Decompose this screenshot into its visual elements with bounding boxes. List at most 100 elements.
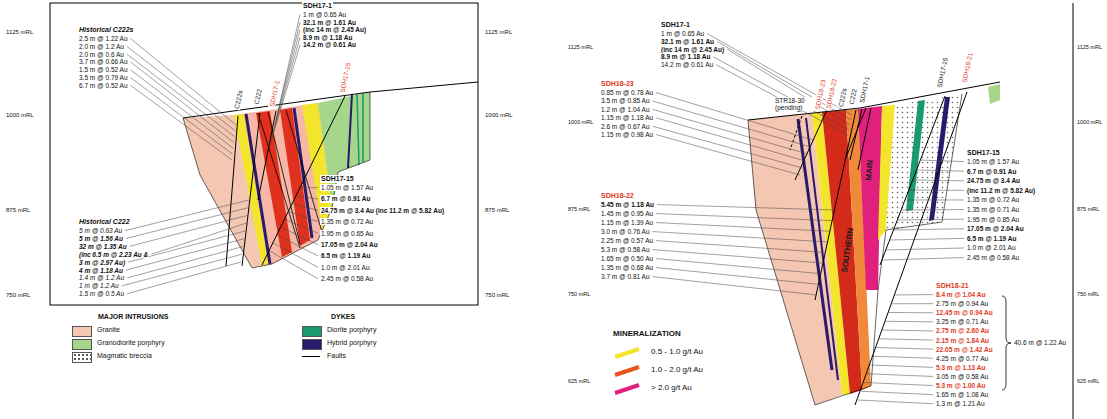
assay-interval: (inc 14 m @ 2.45 Au): [302, 26, 367, 33]
drillhole-label: C222: [253, 88, 264, 107]
hybrid-dyke: [348, 94, 352, 168]
assay-interval: 22.05 m @ 1.42 Au: [935, 346, 994, 353]
assay-interval: 3.25 m @ 0.71 Au: [935, 318, 989, 325]
assay-interval: 1 m @ 1.2 Au: [78, 282, 120, 289]
leader-line: [280, 227, 318, 245]
assay-interval: 3.5 m @ 0.85 Au: [600, 97, 651, 104]
assay-interval: 1.65 m @ 1.08 Au: [935, 391, 989, 398]
drillhole-label: C222: [848, 88, 859, 107]
assay-heading: Historical C222s: [78, 26, 134, 34]
drillhole: [258, 111, 276, 200]
leader-line: [867, 374, 933, 377]
elevation-label: 750 mRL: [1076, 291, 1100, 297]
assay-interval: 2.45 m @ 0.58 Au: [966, 254, 1020, 261]
assay-interval: 24.75 m @ 3.4 Au (inc 11.2 m @ 5.82 Au): [320, 207, 445, 214]
leader-line: [288, 211, 318, 222]
leader-line: [656, 259, 821, 274]
legend-swatch: [72, 352, 92, 363]
leader-line: [125, 200, 249, 231]
assay-interval: 2.6 m @ 0.67 Au: [600, 123, 651, 130]
assay-interval: 14.2 m @ 0.61 Au: [660, 61, 714, 68]
elevation-label: 1125 mRL: [567, 44, 594, 50]
leader-line: [882, 258, 964, 260]
leader-line: [656, 118, 805, 161]
drillhole: [226, 116, 238, 266]
assay-interval: 1.05 m @ 1.57 Au: [966, 158, 1020, 165]
granodiorite-body: [988, 84, 1000, 104]
assay-interval: 3.7 m @ 0.81 Au: [600, 273, 651, 280]
drillhole: [790, 116, 802, 150]
bracket: [1002, 296, 1011, 390]
assay-interval: 1.0 m @ 2.01 Au: [966, 244, 1017, 251]
leader-line: [870, 365, 933, 367]
drillhole-label: C222s: [232, 89, 243, 111]
leader-line: [901, 209, 964, 210]
leader-line: [909, 190, 964, 191]
intercept-summary: 40.6 m @ 1.22 Au: [1013, 339, 1067, 346]
leader-line: [653, 232, 828, 242]
leader-line: [653, 277, 817, 295]
fault: [258, 113, 300, 248]
leader-line: [127, 54, 235, 137]
leader-line: [876, 348, 933, 350]
assay-heading: SDH17-15: [320, 175, 355, 183]
assay-interval: 14.2 m @ 0.61 Au: [302, 41, 357, 48]
leader-line: [885, 321, 933, 323]
leader-line: [653, 109, 808, 154]
assay-interval: 6.7 m @ 0.91 Au: [966, 168, 1017, 175]
elevation-label: 625 mRL: [567, 378, 591, 384]
assay-interval: 1.0 m @ 2.01 Au: [320, 264, 371, 271]
assay-interval: 6.7 m @ 0.91 Au: [320, 195, 371, 202]
leader-line: [897, 219, 964, 221]
hybrid-dyke: [929, 97, 950, 221]
leader-line: [891, 303, 933, 304]
assay-interval: 2.0 m @ 0.6 Au: [78, 51, 125, 58]
drillhole-label: C222s: [836, 87, 847, 109]
leader-line: [861, 391, 933, 394]
leader-line: [276, 235, 318, 256]
assay-interval: 1.15 m @ 1.18 Au: [600, 114, 654, 121]
assay-interval: 2.5 m @ 1.22 Au: [78, 35, 129, 42]
elevation-label: 875 mRL: [484, 207, 510, 214]
drillhole: [845, 108, 866, 160]
legend-stroke: [615, 349, 639, 357]
leader-line: [916, 170, 964, 171]
assay-interval: 1.3 m @ 1.21 Au: [935, 400, 986, 407]
assay-interval: 1.95 m @ 0.85 Au: [966, 216, 1020, 223]
fault: [286, 110, 322, 232]
elevation-label: 875 mRL: [1076, 206, 1100, 212]
hybrid-dyke: [806, 118, 838, 380]
legend-heading: MAJOR INTRUSIONS: [97, 313, 169, 321]
leader-line: [656, 223, 830, 232]
ground-surface: [183, 82, 478, 118]
assay-interval: 3.0 m @ 0.76 Au: [600, 228, 651, 235]
assay-interval: 17.05 m @ 2.04 Au: [320, 241, 379, 248]
assay-interval: 4 m @ 1.18 Au: [78, 267, 124, 274]
legend-swatch: [612, 383, 642, 395]
elevation-label: 1000 mRL: [5, 112, 35, 119]
elevation-label: 1000 mRL: [484, 112, 514, 119]
leader-line: [882, 330, 933, 332]
assay-interval: 4.25 m @ 0.77 Au: [935, 355, 989, 362]
assay-interval: 1.35 m @ 0.68 Au: [600, 264, 654, 271]
leader-line: [873, 356, 933, 358]
legend-text: Diorite porphyry: [326, 326, 377, 334]
hybrid-dyke: [246, 114, 270, 264]
elevation-label: 875 mRL: [5, 207, 31, 214]
leader-line: [707, 34, 852, 115]
assay-interval: 1.35 m @ 0.72 Au: [966, 196, 1020, 203]
assay-heading: SDH18-22: [600, 192, 635, 200]
assay-interval: 6.5 m @ 1.19 Au: [966, 235, 1017, 242]
assay-interval: 8.4 m @ 1.04 Au: [935, 291, 986, 298]
drillhole-label: SDH18-21: [960, 51, 974, 84]
leader-line: [130, 216, 247, 247]
assay-interval: 2.75 m @ 0.94 Au: [935, 300, 989, 307]
elevation-label: 1125 mRL: [1076, 44, 1103, 50]
elevation-label: 625 mRL: [1076, 378, 1100, 384]
panel-frame: [50, 3, 478, 305]
legend-swatch: [302, 339, 322, 350]
assay-interval: 2.25 m @ 0.57 Au: [600, 237, 654, 244]
elevation-label: 875 mRL: [567, 206, 591, 212]
assay-interval: 3.7 m @ 0.66 Au: [78, 58, 129, 65]
legend-heading: MINERALIZATION: [612, 330, 682, 339]
